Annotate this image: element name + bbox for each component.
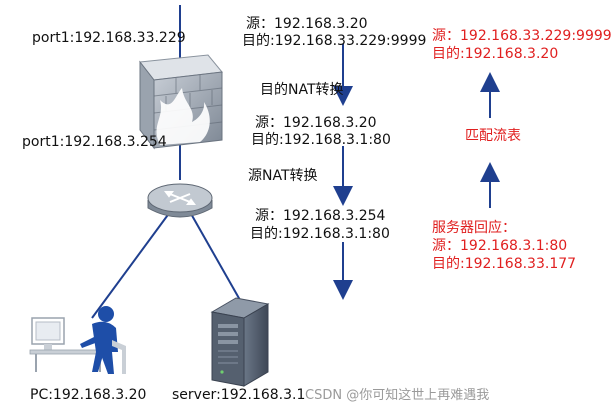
port-top-label: port1:192.168.33.229 (32, 30, 186, 46)
step1-source: 源：192.168.3.20 (246, 16, 368, 32)
port-bottom-label: port1:192.168.3.254 (22, 134, 167, 150)
reply-top-destination: 目的:192.168.3.20 (432, 46, 559, 62)
server-reply-destination: 目的:192.168.33.177 (432, 256, 577, 272)
step3-destination: 目的:192.168.3.1:80 (250, 226, 390, 242)
firewall-icon (139, 54, 223, 150)
switch-icon (147, 183, 213, 218)
reply-top-source: 源：192.168.33.229:9999 (432, 28, 612, 44)
match-flow-table-label: 匹配流表 (465, 128, 521, 144)
link-switch-server (189, 211, 241, 301)
server-reply-source: 源：192.168.3.1:80 (432, 238, 568, 254)
step3-source: 源：192.168.3.254 (255, 208, 386, 224)
server-label: server:192.168.3.1 (172, 387, 306, 403)
dnat-label: 目的NAT转换 (260, 82, 344, 98)
link-switch-pc (91, 211, 171, 319)
server-icon (210, 297, 270, 387)
watermark: CSDN @你可知这世上再难遇我 (305, 388, 490, 403)
step1-destination: 目的:192.168.33.229:9999 (242, 33, 427, 49)
server-reply-label: 服务器回应： (432, 220, 516, 236)
snat-label: 源NAT转换 (248, 168, 318, 184)
step2-destination: 目的:192.168.3.1:80 (251, 132, 391, 148)
step2-source: 源：192.168.3.20 (255, 115, 377, 131)
pc-user-icon (29, 306, 126, 374)
pc-label: PC:192.168.3.20 (30, 387, 147, 403)
